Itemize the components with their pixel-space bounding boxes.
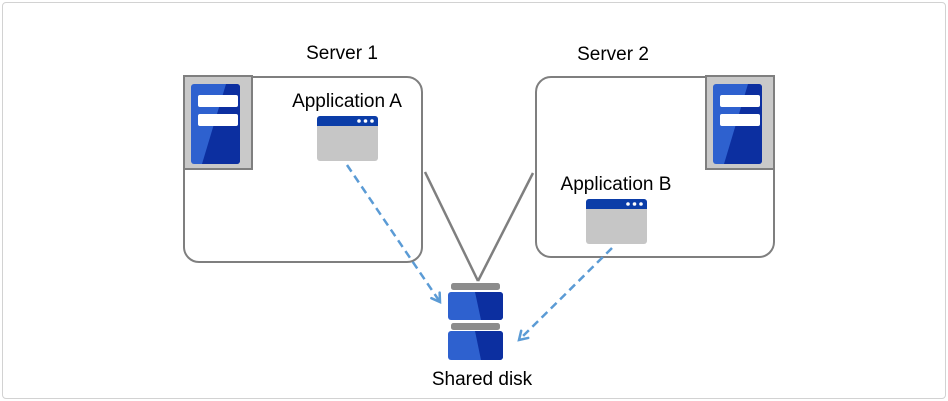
shared-disk-label: Shared disk — [431, 369, 533, 390]
application-window-icon — [586, 199, 647, 249]
application-a-label: Application A — [292, 91, 402, 112]
disk-stack-icon — [448, 283, 503, 365]
server2-to-disk-line — [476, 172, 535, 282]
server-tower-icon — [705, 75, 775, 175]
server1-to-disk-line — [423, 171, 480, 282]
server1-label: Server 1 — [306, 43, 378, 64]
application-b-label: Application B — [560, 174, 672, 195]
application-window-icon — [317, 116, 378, 166]
app-b-to-disk-arrow — [517, 247, 613, 342]
server2-label: Server 2 — [577, 44, 649, 65]
server-tower-icon — [183, 75, 253, 175]
